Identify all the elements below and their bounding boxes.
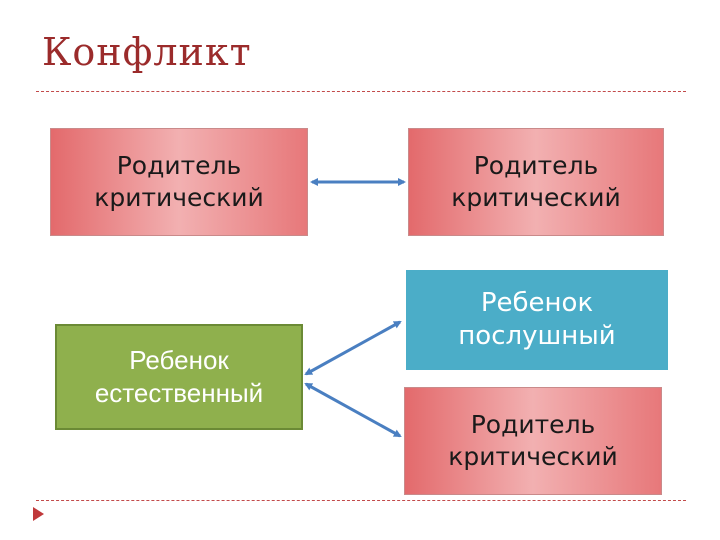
title-divider — [36, 91, 686, 92]
arrow-child-natural-to-child-obedient — [304, 320, 402, 376]
box-parent-critical-right-bottom: Родитель критический — [404, 387, 662, 495]
box-child-obedient: Ребенок послушный — [406, 270, 668, 370]
box-child-obedient-label: Ребенок послушный — [458, 287, 616, 351]
box-child-natural: Ребенок естественный — [55, 324, 303, 430]
triangle-bullet-icon — [33, 507, 44, 521]
box-child-natural-label: Ребенок естественный — [94, 344, 264, 408]
slide-title: Конфликт — [42, 30, 252, 74]
box-parent-critical-left: Родитель критический — [50, 128, 308, 236]
box-parent-critical-right-top: Родитель критический — [408, 128, 664, 236]
box-parent-critical-right-top-label: Родитель критический — [451, 151, 621, 212]
box-parent-critical-right-bottom-label: Родитель критический — [448, 410, 618, 471]
box-parent-critical-left-label: Родитель критический — [94, 151, 264, 212]
footer-divider — [36, 500, 686, 501]
arrow-child-natural-to-parent-critical — [304, 382, 402, 438]
